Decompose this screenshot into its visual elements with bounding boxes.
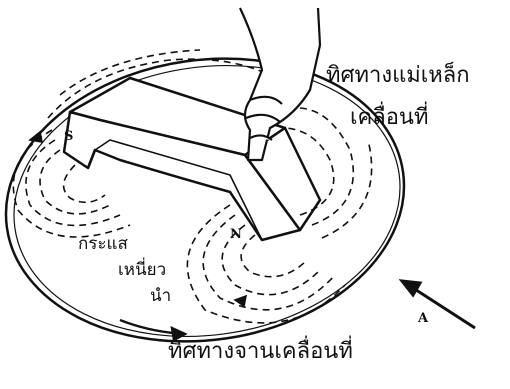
north-pole-label: N [230, 228, 242, 242]
arrow-a [402, 281, 475, 328]
magnet-motion-label-line2: เคลื่อนที่ [350, 106, 428, 129]
disc-motion-label: ทิศทางจานเคลื่อนที่ [168, 340, 353, 363]
magnet-motion-label-line1: ทิศทางแม่เหล็ก [326, 64, 470, 87]
eddy-current-label-line1: กระแส [78, 236, 128, 254]
eddy-current-label-line2: เหนี่ยว [118, 262, 166, 280]
eddy-current-label-line3: นำ [150, 288, 171, 306]
axis-a-label: A [418, 312, 428, 326]
south-pole-label: S [64, 130, 73, 144]
